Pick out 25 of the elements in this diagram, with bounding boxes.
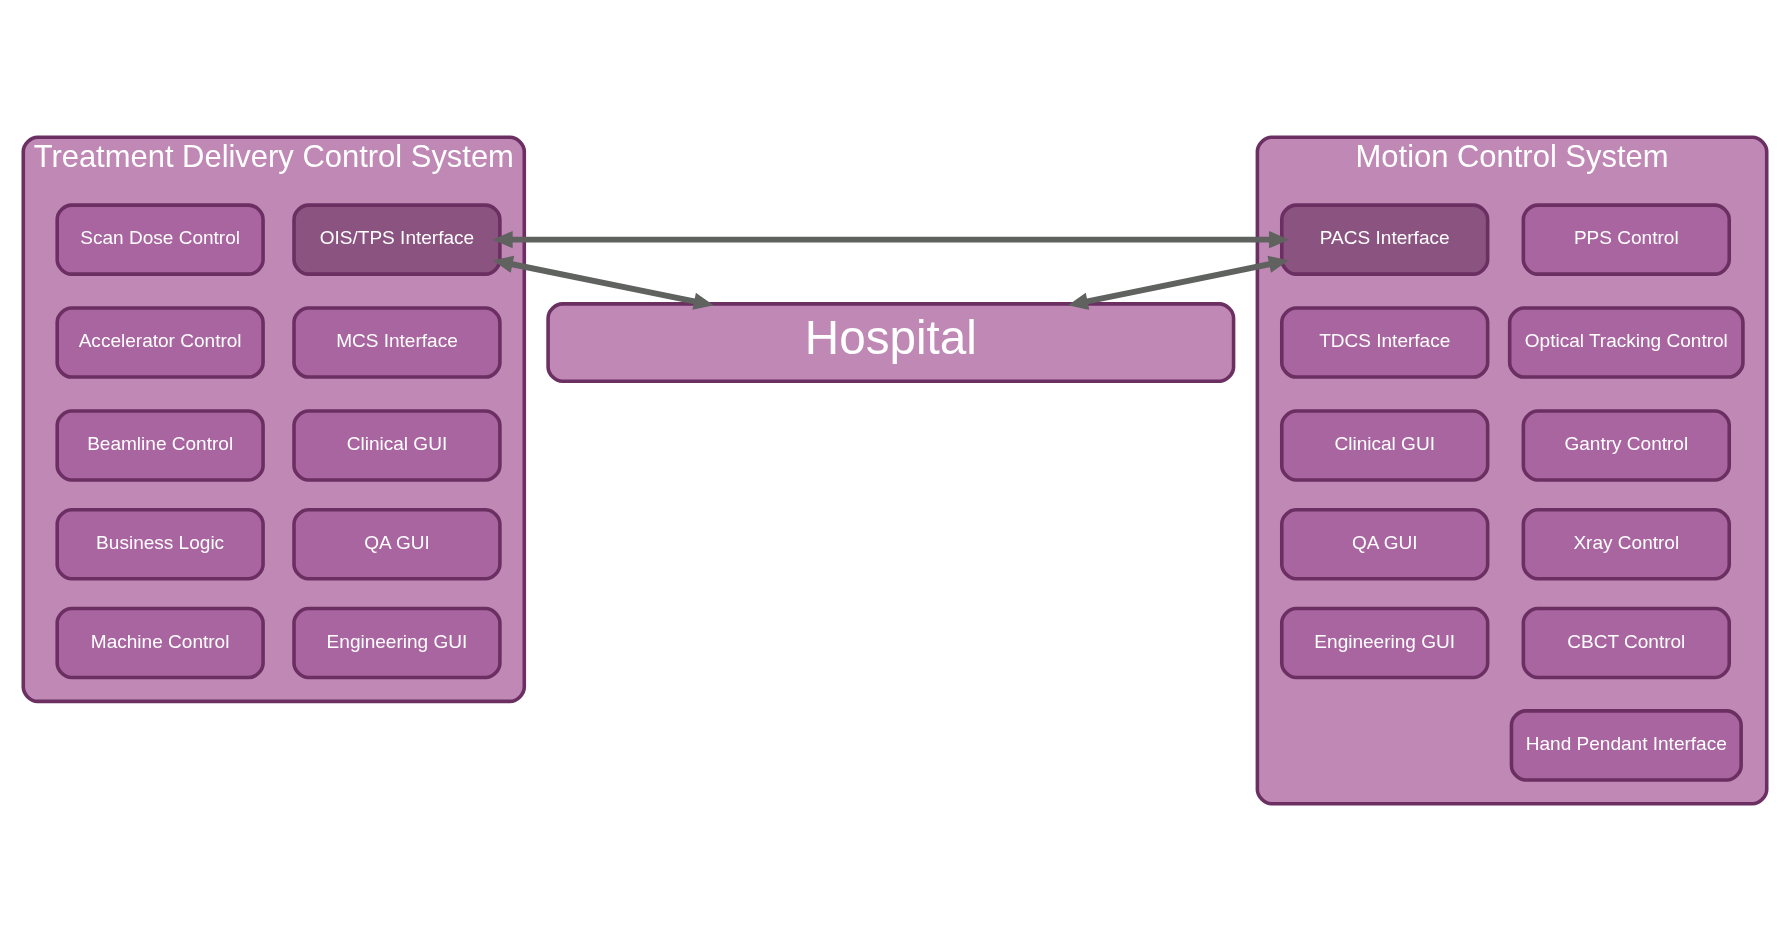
node-box: Clinical GUI: [292, 409, 502, 482]
node-box: Xray Control: [1521, 508, 1732, 581]
node-box: Machine Control: [55, 606, 265, 680]
arrow: [492, 255, 714, 310]
node-box: Business Logic: [55, 508, 265, 581]
node-box: Hospital: [546, 302, 1236, 384]
node-box: Hand Pendant Interface: [1509, 709, 1743, 782]
node-box: Engineering GUI: [1280, 606, 1490, 680]
node-box: PPS Control: [1521, 203, 1732, 276]
arrow: [1068, 255, 1289, 310]
node-box: Gantry Control: [1521, 409, 1732, 482]
node-box: OIS/TPS Interface: [292, 203, 502, 276]
node-box: QA GUI: [292, 508, 502, 581]
node-box: TDCS Interface: [1280, 306, 1490, 379]
node-box: PACS Interface: [1280, 203, 1490, 276]
node-box: MCS Interface: [292, 306, 502, 379]
node-box: Accelerator Control: [55, 306, 265, 379]
arrow: [492, 230, 1289, 249]
node-box: CBCT Control: [1521, 606, 1732, 680]
node-box: Beamline Control: [55, 409, 265, 482]
node-box: Clinical GUI: [1280, 409, 1490, 482]
node-box: Optical Tracking Control: [1507, 306, 1745, 379]
node-box: Scan Dose Control: [55, 203, 265, 276]
node-box: QA GUI: [1280, 508, 1490, 581]
node-box: Engineering GUI: [292, 606, 502, 680]
